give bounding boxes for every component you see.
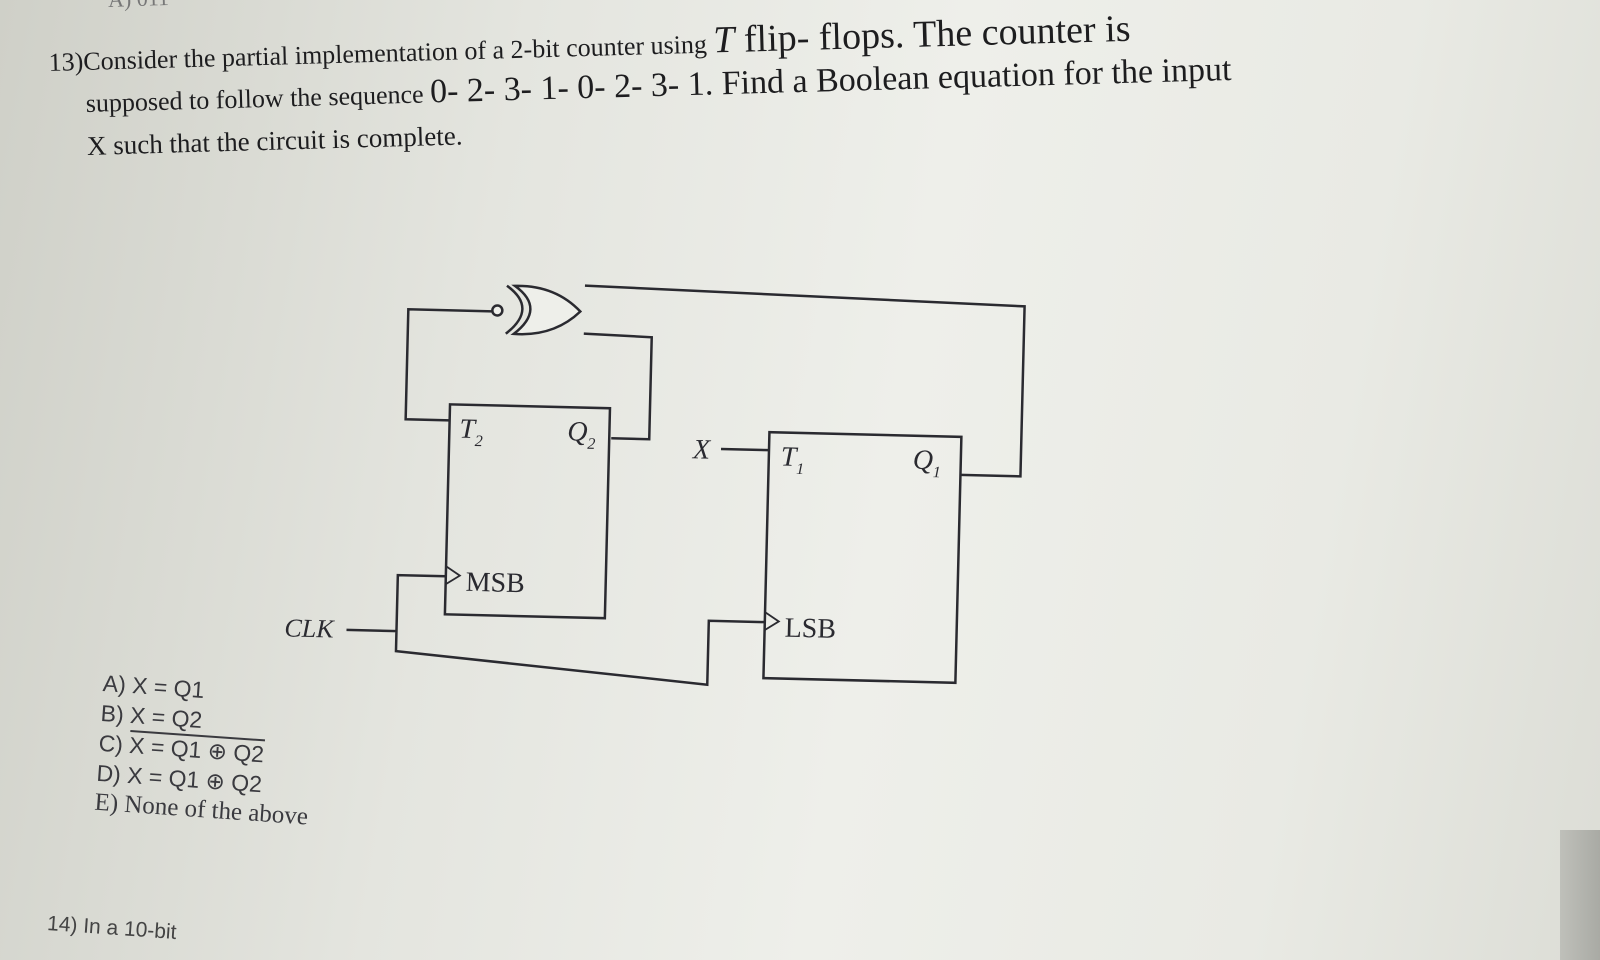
msb-clock-label: MSB (465, 567, 525, 599)
clk-label: CLK (284, 613, 335, 643)
lsb-output-label: Q1 (912, 445, 941, 482)
answer-options: A) X = Q1 B) X = Q2 C) X = Q1 ⊕ Q2 D) X … (94, 668, 503, 846)
option-b-text: X = Q2 (129, 701, 204, 733)
question-variable-t: T (712, 18, 736, 62)
lsb-input-label: T1 (780, 441, 804, 478)
wire-gate-out-to-t2 (404, 308, 493, 422)
msb-flip-flop (443, 403, 612, 620)
question-13: 13)Consider the partial implementation o… (48, 0, 1471, 161)
counter-circuit-diagram: T2 Q2 MSB T1 Q1 LSB X CLK (284, 284, 1026, 687)
lsb-flip-flop (762, 430, 963, 685)
wire-q2-to-gate (583, 332, 654, 441)
question-line-1-tail: flip- flops. The counter is (733, 7, 1131, 61)
wire-q1-feedback (584, 284, 1026, 478)
previous-answer-fragment: A) 011 (108, 0, 170, 13)
next-question-fragment: 14) In a 10-bit (46, 912, 178, 944)
xnor-gate (510, 284, 583, 336)
msb-input-label: T2 (459, 414, 483, 451)
question-number: 13) (48, 47, 84, 77)
option-a-text: X = Q1 (131, 672, 206, 704)
question-line-2-lead: supposed to follow the sequence (85, 79, 431, 118)
lsb-clock-triangle (763, 610, 781, 632)
wire-x-to-t1 (720, 447, 770, 452)
xnor-gate-bubble (491, 304, 504, 317)
x-input-label: X (692, 434, 712, 465)
wire-clk (346, 573, 765, 687)
lsb-clock-label: LSB (784, 613, 836, 645)
xnor-gate-extra-curve (505, 284, 524, 335)
msb-clock-triangle (444, 564, 462, 586)
msb-output-label: Q2 (567, 416, 596, 453)
screen-edge-shadow (1560, 830, 1600, 960)
